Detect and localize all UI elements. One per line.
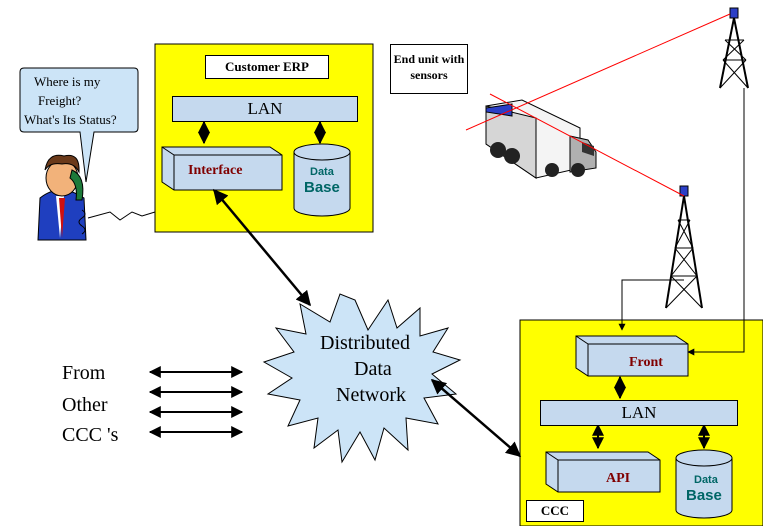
from-other-line-2: Other — [62, 394, 108, 416]
bubble-line-2: Freight? — [38, 93, 82, 108]
tower-front-connector — [618, 279, 684, 331]
end-unit-line-2: sensors — [410, 68, 448, 82]
network-line-3: Network — [336, 384, 406, 406]
radio-tower-right-icon — [719, 7, 749, 89]
ccc-front-label: Front — [629, 355, 663, 370]
person-on-phone-icon — [37, 154, 87, 241]
erp-interface-label: Interface — [188, 163, 243, 178]
erp-db-label-big: Base — [304, 179, 340, 196]
ccc-front-block — [575, 335, 689, 377]
bubble-line-1: Where is my — [34, 74, 101, 89]
erp-lan-arrows — [198, 120, 326, 145]
from-other-line-3: CCC 's — [62, 424, 119, 446]
network-line-1: Distributed — [320, 332, 410, 354]
ccc-lan: LAN — [540, 400, 738, 426]
ccc-db-label-small: Data — [694, 474, 718, 486]
network-line-2: Data — [354, 358, 392, 380]
erp-network-arrow — [213, 188, 311, 307]
signal-lines — [465, 13, 731, 197]
speech-bubble — [19, 67, 139, 183]
ccc-database-cylinder — [675, 449, 733, 519]
erp-title: Customer ERP — [205, 55, 329, 79]
erp-db-label-small: Data — [310, 166, 334, 178]
erp-interface-block — [161, 146, 283, 191]
truck-icon — [485, 99, 597, 179]
radio-tower-middle-icon — [665, 185, 703, 309]
end-unit-line-1: End unit with — [393, 52, 465, 66]
ccc-lan-arrows — [592, 423, 710, 450]
bubble-line-3: What's Its Status? — [24, 112, 117, 127]
tower-right-front-connector — [687, 88, 745, 356]
ccc-api-block — [545, 451, 661, 493]
ccc-title: CCC — [526, 500, 584, 522]
network-ccc-arrow — [430, 379, 522, 457]
ccc-db-label-big: Base — [686, 487, 722, 504]
ccc-api-label: API — [606, 471, 631, 486]
phone-link-line — [87, 211, 156, 221]
end-unit-label: End unit with sensors — [390, 44, 468, 94]
erp-lan: LAN — [172, 96, 358, 122]
other-ccc-arrows — [148, 366, 244, 438]
distributed-network-burst — [262, 293, 462, 464]
from-other-line-1: From — [62, 362, 106, 384]
